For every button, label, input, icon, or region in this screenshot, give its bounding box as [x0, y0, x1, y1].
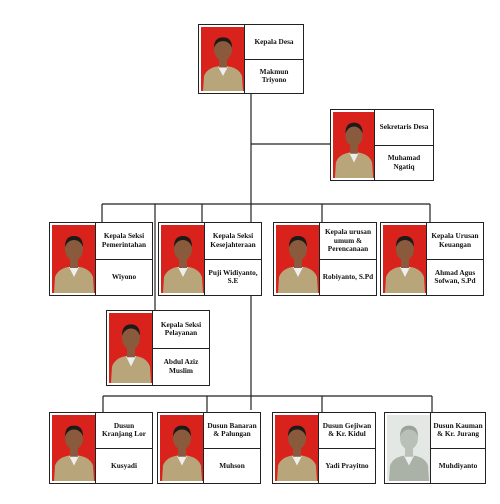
- person-name: Yadi Prayitno: [325, 460, 369, 470]
- person-name: Ahmad Agus Sofwan, S.Pd: [434, 267, 476, 286]
- card-dusun-kranjang-lor: Dusun Kranjang Lor Kusyadi: [49, 412, 153, 484]
- portrait-photo: [161, 225, 205, 293]
- person-name: Puji Widiyanto, S.E: [208, 267, 258, 286]
- person-silhouette-icon: [54, 236, 94, 293]
- card-kepala-desa: Kepala Desa Makmun Triyono: [198, 24, 304, 94]
- card-kasi-pemerintahan: Kepala Seksi Pemerintahan Wiyono: [49, 222, 153, 296]
- person-silhouette-icon: [334, 122, 374, 178]
- card-dusun-kauman-kr-jurang: Dusun Kauman & Kr. Jurang Muhdiyanto: [384, 412, 486, 484]
- role-label: Dusun Kranjang Lor: [96, 413, 152, 449]
- role-label: Kepala Seksi Pemerintahan: [96, 223, 152, 260]
- portrait-photo: [201, 27, 245, 91]
- person-silhouette-icon: [278, 236, 318, 293]
- person-silhouette-icon: [163, 236, 203, 293]
- card-dusun-gejiwan-kr-kidul: Dusun Gejiwan & Kr. Kidul Yadi Prayitno: [272, 412, 376, 484]
- person-name: Robiyanto, S.Pd: [322, 272, 374, 282]
- person-name: Muhson: [219, 460, 245, 470]
- card-kaur-umum-perencanaan: Kepala urusan umum & Perencanaan Robiyan…: [273, 222, 377, 296]
- role-label: Kepala Seksi Pelayanan: [153, 311, 209, 349]
- card-kasi-pelayanan: Kepala Seksi Pelayanan Abdul Aziz Muslim: [106, 310, 210, 386]
- person-silhouette-icon: [162, 425, 202, 481]
- person-name: Kusyadi: [111, 460, 137, 470]
- person-silhouette-icon: [111, 324, 151, 383]
- portrait-photo: [276, 225, 320, 293]
- card-kasi-kesejahteraan: Kepala Seksi Kesejahteraan Puji Widiyant…: [158, 222, 262, 296]
- card-dusun-banaran-palungan: Dusun Banaran & Palungan Muhson: [157, 412, 261, 484]
- portrait-photo: [52, 225, 96, 293]
- person-silhouette-icon: [277, 425, 317, 481]
- role-label: Dusun Kauman & Kr. Jurang: [431, 413, 485, 449]
- person-name: Makmun Triyono: [259, 66, 289, 85]
- person-silhouette-icon: [54, 425, 94, 481]
- portrait-photo: [160, 415, 204, 481]
- portrait-photo: [52, 415, 96, 481]
- portrait-photo: [333, 112, 375, 178]
- role-label: Dusun Banaran & Palungan: [204, 413, 260, 449]
- person-name: Abdul Aziz Muslim: [163, 357, 199, 375]
- portrait-photo: [109, 313, 153, 383]
- card-kaur-keuangan: Kepala Urusan Keuangan Ahmad Agus Sofwan…: [380, 222, 484, 296]
- role-label: Dusun Gejiwan & Kr. Kidul: [319, 413, 375, 449]
- person-name: Muhamad Ngatiq: [387, 153, 421, 171]
- role-label: Sekretaris Desa: [375, 110, 433, 146]
- person-silhouette-icon: [385, 236, 425, 293]
- role-label: Kepala urusan umum & Perencanaan: [320, 223, 376, 260]
- person-silhouette-icon: [389, 425, 429, 481]
- portrait-photo: [275, 415, 319, 481]
- portrait-photo: [383, 225, 427, 293]
- person-silhouette-icon: [203, 37, 243, 91]
- person-name: Muhdiyanto: [438, 460, 478, 470]
- role-label: Kepala Seksi Kesejahteraan: [205, 223, 261, 260]
- card-sekretaris-desa: Sekretaris Desa Muhamad Ngatiq: [330, 109, 434, 181]
- person-name: Wiyono: [111, 272, 137, 282]
- portrait-photo: [387, 415, 431, 481]
- role-label: Kepala Urusan Keuangan: [427, 223, 483, 260]
- role-label: Kepala Desa: [245, 25, 303, 60]
